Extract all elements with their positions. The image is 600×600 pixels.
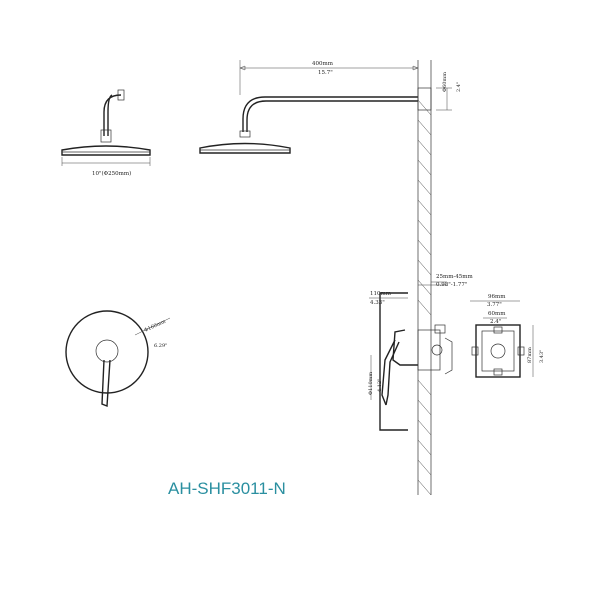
trim-diameter-in-label: 6.29" <box>154 343 167 349</box>
flange-in-label: 2.4" <box>456 82 462 92</box>
valve-inner-mm-label: 60mm <box>488 311 506 317</box>
model-number: AH-SHF3011-N <box>168 479 286 498</box>
handle-depth-mm-label: 110mm <box>370 291 392 297</box>
valve-side-section: 25mm-45mm 0.98"-1.77" 110mm 4.33" Φ110mm… <box>368 274 474 431</box>
wall-range-mm-label: 25mm-45mm <box>436 274 474 280</box>
valve-front-view: 96mm 3.77" 60mm 2.4" 87mm 3.43" <box>470 294 545 378</box>
valve-width-mm-label: 96mm <box>488 294 506 300</box>
valve-width-in-label: 3.77" <box>487 302 502 308</box>
valve-height-in-label: 3.43" <box>539 350 545 363</box>
arm-length-mm-label: 400mm <box>312 61 334 67</box>
shower-head-front-view: 10"(Φ250mm) <box>61 89 151 177</box>
arm-length-in-label: 15.7" <box>318 70 333 76</box>
handle-height-mm-label: Φ110mm <box>368 372 374 395</box>
trim-front-view: Φ160mm 6.29" <box>65 310 171 408</box>
trim-diameter-mm-label: Φ160mm <box>143 318 167 333</box>
flange-mm-label: Φ60mm <box>442 72 448 92</box>
wall-range-in-label: 0.98"-1.77" <box>436 282 467 288</box>
handle-depth-in-label: 4.33" <box>370 300 385 306</box>
shower-head-side-view: 400mm 15.7" <box>199 60 419 154</box>
handle-height-in-label: 4.12" <box>377 379 383 392</box>
wall-section: Φ60mm 2.4" <box>417 60 462 496</box>
valve-height-mm-label: 87mm <box>527 347 533 363</box>
head-diameter-label: 10"(Φ250mm) <box>92 170 131 177</box>
valve-inner-in-label: 2.4" <box>490 319 501 325</box>
